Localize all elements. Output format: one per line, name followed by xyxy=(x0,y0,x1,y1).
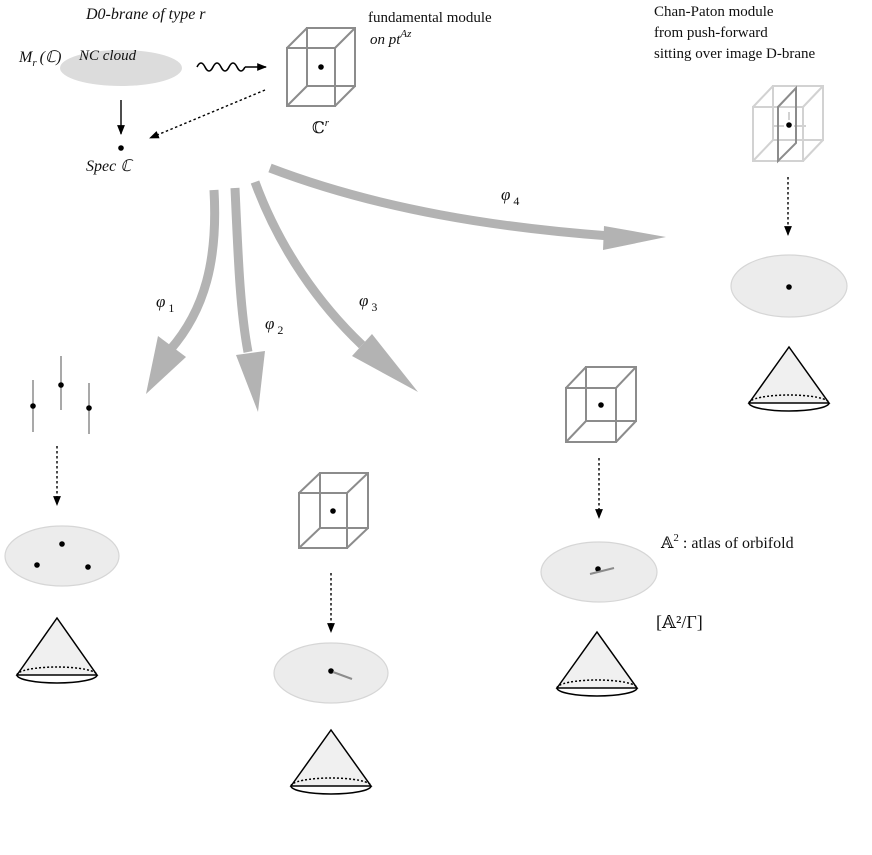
point-icon xyxy=(59,541,65,547)
phi3-arrowhead xyxy=(352,334,418,392)
point-icon xyxy=(58,382,64,388)
phi2-arrow xyxy=(230,187,253,353)
point-icon xyxy=(34,562,40,568)
point-icon xyxy=(330,508,336,514)
chan-paton-line3: sitting over image D-brane xyxy=(654,46,816,62)
cube-icon xyxy=(565,366,637,443)
wavy-arrow-icon xyxy=(196,62,246,72)
orbifold-quotient-label: [𝔸²/Γ] xyxy=(656,612,703,632)
point-icon xyxy=(598,402,604,408)
phi4-arrowhead xyxy=(603,226,666,250)
phi3-arrow xyxy=(250,180,366,349)
spec-point-icon xyxy=(118,145,124,151)
cone-icon xyxy=(15,616,99,684)
point-icon xyxy=(328,668,334,674)
chan-paton-line2: from push-forward xyxy=(654,25,768,41)
image-dbrane-slice xyxy=(777,85,797,164)
d0-brane-title: D0-brane of type r xyxy=(85,6,206,23)
fundamental-module-label: fundamental module xyxy=(368,10,492,26)
nc-cloud xyxy=(60,50,182,86)
cube-icon xyxy=(286,27,356,107)
matrix-algebra-label: Mr(ℂ) xyxy=(18,49,61,69)
nc-cloud-label: NC cloud xyxy=(78,48,137,64)
point-icon xyxy=(786,122,792,128)
fundamental-module-on-pt: on ptAz xyxy=(370,28,412,48)
spec-label: Spec ℂ xyxy=(86,158,134,175)
chan-paton-line1: Chan-Paton module xyxy=(654,4,774,20)
point-icon xyxy=(595,566,601,572)
phi4-column: Chan-Paton module from push-forward sitt… xyxy=(654,4,848,412)
phi2-column xyxy=(273,472,389,795)
point-icon xyxy=(85,564,91,570)
d0-brane-group: D0-brane of type r Mr(ℂ) NC cloud Spec ℂ xyxy=(18,6,267,175)
fundamental-module-group: fundamental module on ptAz ℂr xyxy=(286,10,492,137)
point-icon xyxy=(30,403,36,409)
point-icon xyxy=(786,284,792,290)
phi1-arrowhead xyxy=(146,336,186,394)
cone-icon xyxy=(289,728,373,795)
point-icon xyxy=(86,405,92,411)
atlas-label: 𝔸2 : atlas of orbifold xyxy=(660,532,794,552)
cube-center-point-icon xyxy=(318,64,324,70)
tangent-vector-icon xyxy=(589,567,615,575)
phi3-column: 𝔸2 : atlas of orbifold [𝔸²/Γ] xyxy=(540,366,794,697)
phi1-arrow xyxy=(166,189,220,353)
phi2-arrowhead xyxy=(236,351,265,412)
cube-to-spec-dashed-arrow xyxy=(149,89,266,139)
cube-icon xyxy=(298,472,369,549)
disk-icon xyxy=(4,525,120,587)
cr-label: ℂr xyxy=(312,117,330,137)
cone-icon xyxy=(555,630,639,697)
tangent-vector-icon xyxy=(332,671,353,680)
cone-icon xyxy=(747,345,831,412)
phi4-arrow xyxy=(268,163,611,241)
vertical-fibers xyxy=(32,356,90,434)
phi1-column xyxy=(4,356,120,684)
